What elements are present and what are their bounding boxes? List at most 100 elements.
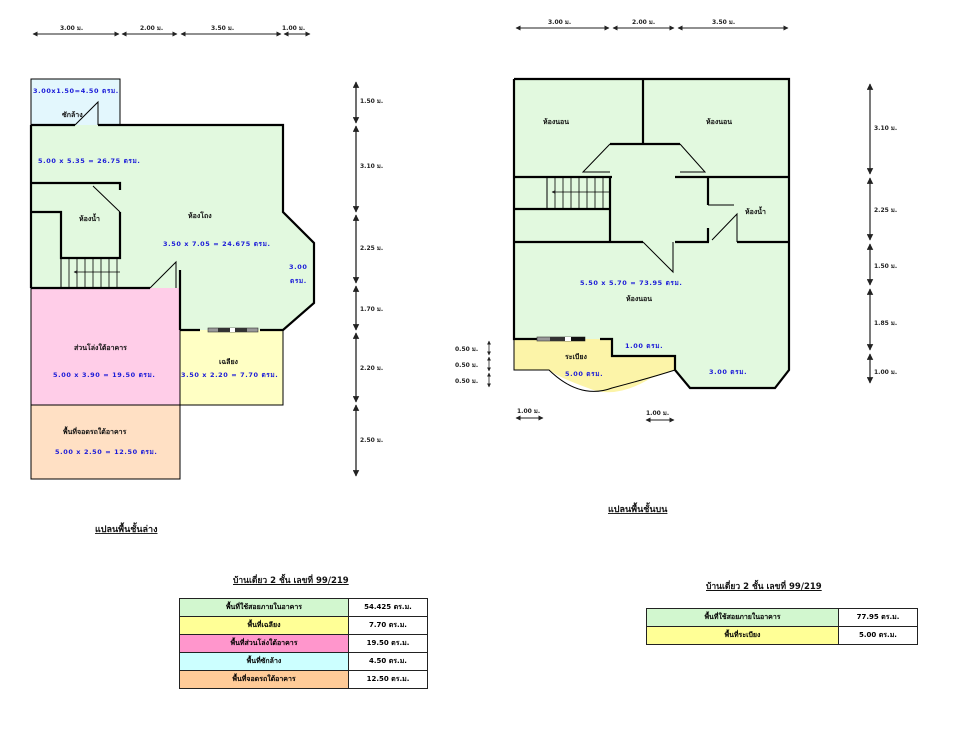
dim-label: 3.50 ม. (211, 25, 234, 32)
balcony-area: 5.00 ตรม. (565, 370, 603, 378)
upper-walls (512, 77, 791, 392)
door-swing (581, 143, 611, 173)
dim-label: 1.85 ม. (874, 320, 897, 327)
wash-area-fill (31, 79, 120, 125)
upper-left-dimensions: 0.50 ม. 0.50 ม. 0.50 ม. (455, 340, 491, 388)
notch-area: 1.00 ตรม. (625, 342, 663, 350)
porch-label: เฉลียง (219, 358, 239, 366)
ground-floor-caption: แปลนพื้นชั้นล่าง (95, 522, 158, 535)
area-value-cell: 12.50 ตร.ม. (348, 670, 428, 689)
dim-label: 3.00 ม. (548, 19, 571, 26)
bay-area-unit: ตรม. (290, 277, 307, 285)
under-building-label: ส่วนโล่งใต้อาคาร (74, 343, 127, 352)
dim-label: 2.20 ม. (360, 365, 383, 372)
dim-label: 1.00 ม. (874, 369, 897, 376)
door-swing (642, 241, 674, 274)
bedroom-1-label: ห้องนอน (543, 117, 569, 126)
living-fill (31, 125, 314, 330)
balcony-fill (514, 339, 675, 393)
upper-table-title: บ้านเดี่ยว 2 ชั้น เลขที่ 99/219 (706, 582, 822, 592)
upper-stairs (546, 177, 610, 209)
area-label-cell: พื้นที่ซักล้าง (179, 652, 349, 671)
dim-label: 1.00 ม. (646, 410, 669, 417)
porch-area: 3.50 x 2.20 = 7.70 ตรม. (181, 371, 278, 379)
area-value-cell: 4.50 ตร.ม. (348, 652, 428, 671)
door-swing (149, 260, 177, 289)
upper-side-dimensions: 3.10 ม. 2.25 ม. 1.50 ม. 1.85 ม. 1.00 ม. (866, 83, 897, 384)
stairs (60, 258, 120, 288)
under-building-fill (31, 288, 180, 405)
upper-floor-caption: แปลนพื้นชั้นบน (608, 502, 668, 515)
area-value-cell: 77.95 ตร.ม. (838, 608, 918, 627)
area-label-cell: พื้นที่จอดรถใต้อาคาร (179, 670, 349, 689)
master-bedroom-label: ห้องนอน (626, 294, 652, 303)
wash-area-text: 3.00x1.50=4.50 ตรม. (33, 87, 119, 95)
dim-label: 3.00 ม. (60, 25, 83, 32)
bay-area: 3.00 ตรม. (709, 368, 747, 376)
parking-area: 5.00 x 2.50 = 12.50 ตรม. (55, 448, 157, 456)
area-label-cell: พื้นที่ระเบียง (646, 626, 839, 645)
balcony-sliding-door (536, 336, 586, 342)
dim-label: 0.50 ม. (455, 378, 478, 385)
bathroom-label: ห้องน้ำ (79, 212, 100, 223)
dim-label: 1.50 ม. (874, 263, 897, 270)
upper-bathroom-label: ห้องน้ำ (745, 205, 766, 216)
upper-top-dimensions: 3.00 ม. 2.00 ม. 3.50 ม. (515, 19, 789, 31)
dim-label: 1.00 ม. (282, 25, 305, 32)
upper-floor-plan: 3.00 ม. 2.00 ม. 3.50 ม. 3.10 ม. 2.25 ม. … (455, 19, 897, 515)
dim-label: 0.50 ม. (455, 362, 478, 369)
upper-floor-fill (514, 79, 789, 388)
area-label-cell: พื้นที่ส่วนโล่งใต้อาคาร (179, 634, 349, 653)
dim-label: 3.10 ม. (874, 125, 897, 132)
dim-label: 3.10 ม. (360, 163, 383, 170)
area-label-cell: พื้นที่ใช้สอยภายในอาคาร (179, 598, 349, 617)
area-label-cell: พื้นที่เฉลียง (179, 616, 349, 635)
dim-label: 3.50 ม. (712, 19, 735, 26)
under-building-area: 5.00 x 3.90 = 19.50 ตรม. (53, 371, 155, 379)
area-label-cell: พื้นที่ใช้สอยภายในอาคาร (646, 608, 839, 627)
area-value-cell: 5.00 ตร.ม. (838, 626, 918, 645)
ground-walls (29, 78, 316, 480)
upper-main-area: 5.50 x 5.70 = 73.95 ตรม. (580, 279, 682, 287)
living-area-text: 3.50 x 7.05 = 24.675 ตรม. (163, 240, 271, 248)
area-value-cell: 54.425 ตร.ม. (348, 598, 428, 617)
parking-label: พื้นที่จอดรถใต้อาคาร (63, 425, 127, 436)
door-swing (92, 185, 121, 213)
area-value-cell: 19.50 ตร.ม. (348, 634, 428, 653)
dim-label: 1.50 ม. (360, 98, 383, 105)
main-area-text: 5.00 x 5.35 = 26.75 ตรม. (38, 157, 140, 165)
area-value-cell: 7.70 ตร.ม. (348, 616, 428, 635)
dim-label: 2.00 ม. (632, 19, 655, 26)
ground-top-dimensions: 3.00 ม. 2.00 ม. 3.50 ม. 1.00 ม. (32, 25, 311, 37)
wash-room-label: ซักล้าง (62, 110, 83, 119)
sliding-door (207, 327, 259, 333)
porch-fill (180, 330, 283, 405)
dim-label: 1.70 ม. (360, 306, 383, 313)
dim-label: 2.25 ม. (360, 245, 383, 252)
door-swing (74, 100, 99, 126)
upper-bottom-dimensions: 1.00 ม. 1.00 ม. (515, 408, 675, 423)
door-swing (711, 212, 738, 242)
ground-side-dimensions: 1.50 ม. 3.10 ม. 2.25 ม. 1.70 ม. 2.20 ม. … (352, 81, 383, 477)
dim-label: 0.50 ม. (455, 346, 478, 353)
balcony-label: ระเบียง (565, 353, 587, 361)
living-room-label: ห้องโถง (188, 211, 212, 220)
bay-area-value: 3.00 (289, 263, 307, 271)
bedroom-2-label: ห้องนอน (706, 117, 732, 126)
dim-label: 2.50 ม. (360, 437, 383, 444)
door-swing (679, 143, 707, 173)
dim-label: 2.25 ม. (874, 207, 897, 214)
ground-floor-plan: 3.00 ม. 2.00 ม. 3.50 ม. 1.00 ม. 1.50 ม. … (29, 25, 383, 535)
ground-table-title: บ้านเดี่ยว 2 ชั้น เลขที่ 99/219 (233, 576, 349, 586)
dim-label: 1.00 ม. (517, 408, 540, 415)
